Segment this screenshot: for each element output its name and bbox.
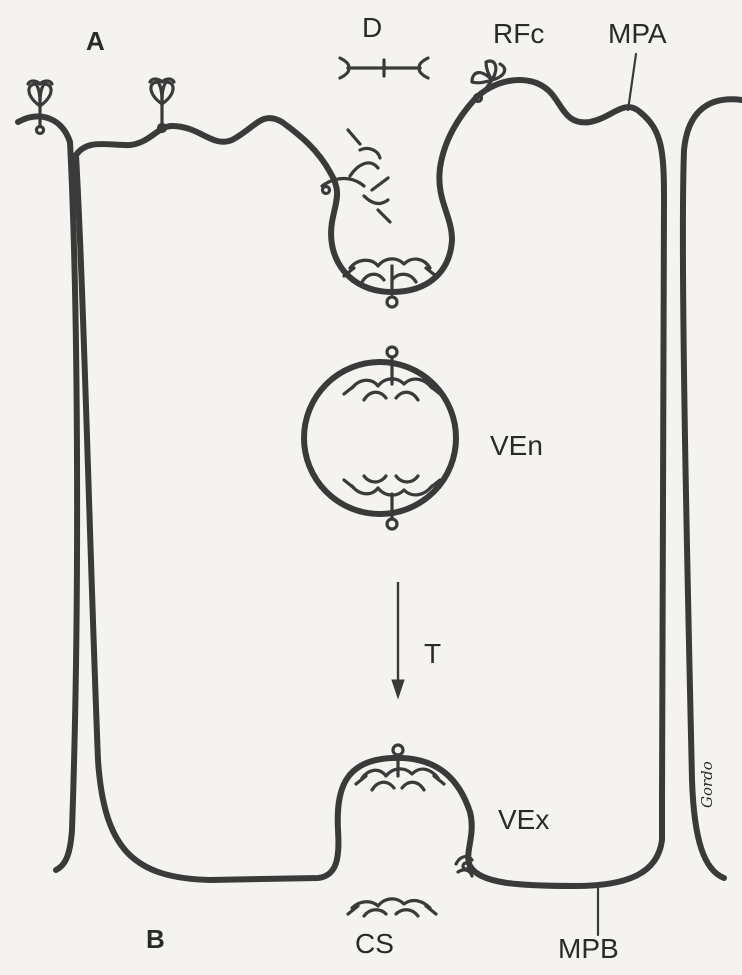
label-mpb: MPB bbox=[558, 935, 619, 963]
artist-signature: Gordo bbox=[700, 761, 715, 808]
label-b: B bbox=[146, 926, 165, 952]
secretory-component bbox=[348, 899, 436, 916]
label-cs: CS bbox=[355, 930, 394, 958]
released-receptor bbox=[456, 857, 472, 876]
label-mpa: MPA bbox=[608, 20, 667, 48]
left-neighbor-membrane bbox=[18, 116, 77, 870]
label-d: D bbox=[362, 14, 382, 42]
dimer-symbol bbox=[340, 58, 428, 78]
apical-membrane bbox=[76, 80, 664, 800]
transport-arrow bbox=[392, 582, 404, 698]
label-a: A bbox=[86, 28, 105, 54]
label-ven: VEn bbox=[490, 432, 543, 460]
receptor-complex-apical-1 bbox=[28, 81, 52, 134]
label-vex: VEx bbox=[498, 806, 549, 834]
basal-membrane bbox=[76, 155, 662, 886]
mpa-pointer-line bbox=[628, 54, 636, 110]
label-t: T bbox=[424, 640, 441, 668]
label-rfc: RFc bbox=[493, 20, 544, 48]
